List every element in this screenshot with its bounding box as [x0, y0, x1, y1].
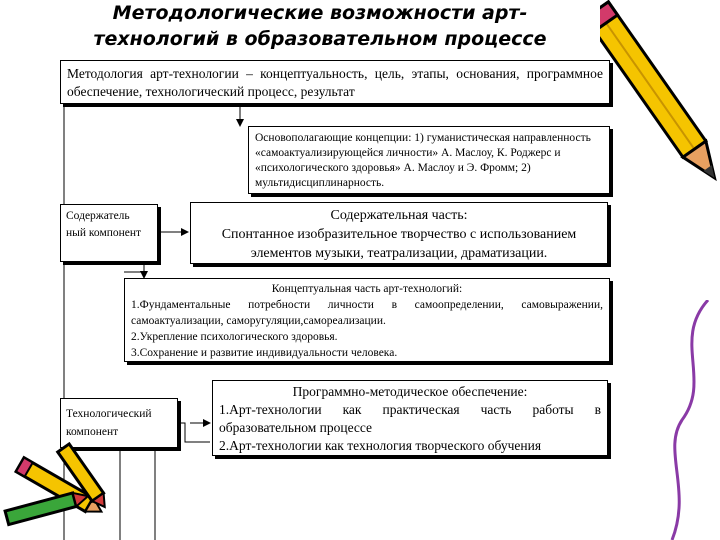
pencil-icon-top-right — [600, 0, 717, 182]
box-tech-component: Технологический компонент — [60, 398, 178, 448]
conceptual-item-1: 1.Фундаментальные потребности личности в… — [131, 299, 603, 327]
page-title: Методологические возможности арт- технол… — [40, 0, 600, 52]
box-concepts: Основополагающие концепции: 1) гуманисти… — [248, 126, 610, 194]
title-line-1: Методологические возможности арт- — [112, 2, 528, 24]
arrow-to-conceptual — [124, 262, 145, 273]
title-line-2: технологий в образовательном процессе — [93, 28, 547, 50]
content-part-heading: Содержательная часть: — [330, 208, 468, 223]
box-conceptual-part: Концептуальная часть арт-технологий: 1.Ф… — [124, 278, 610, 362]
pencil-icon-bottom-right — [670, 300, 710, 540]
box-content-part: Содержательная часть: Спонтанное изобраз… — [190, 202, 608, 264]
box-content-component: Содержатель ный компонент — [60, 204, 158, 262]
box-program-support: Программно-методическое обеспечение: 1.А… — [212, 380, 608, 456]
crayons-icon-bottom-left — [3, 441, 106, 527]
program-item-2: 2.Арт-технологии как технология творческ… — [219, 438, 542, 453]
content-part-body: Спонтанное изобразительное творчество с … — [221, 227, 577, 261]
program-heading: Программно-методическое обеспечение: — [292, 384, 528, 399]
conceptual-item-3: 3.Сохранение и развитие индивидуальности… — [131, 347, 398, 359]
box-methodology: Методология арт-технологии – концептуаль… — [60, 60, 610, 104]
program-item-1: 1.Арт-технологии как практическая часть … — [219, 402, 601, 435]
conceptual-item-2: 2.Укрепление психологического здоровья. — [131, 331, 338, 343]
conceptual-heading: Концептуальная часть арт-технологий: — [271, 283, 463, 295]
